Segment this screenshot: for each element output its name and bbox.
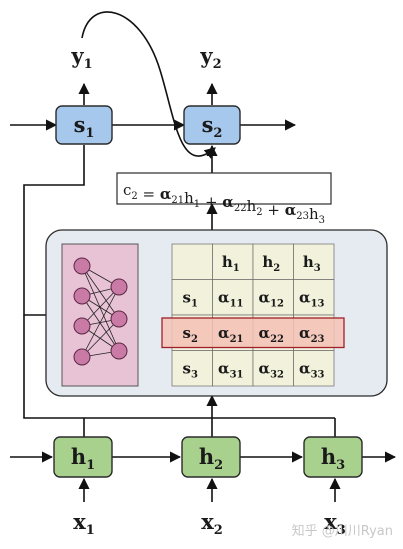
formula-term-8: α	[285, 201, 297, 219]
network-edge-0-1	[81, 265, 120, 320]
network-edge-3-1	[81, 318, 120, 358]
grid-cell-0-2	[252, 243, 294, 280]
grid-cell-3-2	[252, 350, 294, 387]
encoder-box-h1	[53, 436, 113, 478]
score-α23: α23	[299, 324, 325, 345]
grid-cell-3-1	[212, 350, 254, 387]
row-header-s3: s3	[183, 359, 198, 380]
formula-term-0: c	[123, 181, 131, 199]
grid-cell-1-3	[293, 279, 335, 316]
encoder-box-h2	[181, 436, 241, 478]
formula-term-1: =	[138, 185, 160, 203]
context-vector-formula: c2 = α21h1 + α22h2 + α23h3	[123, 181, 325, 226]
formula-term-9: h	[309, 205, 319, 223]
network-edge-1-2	[81, 295, 120, 352]
highlighted-row-band	[161, 317, 345, 349]
grid-cell-0-1	[212, 243, 254, 280]
grid-cell-1-2	[252, 279, 294, 316]
col-header-h1: h1	[222, 253, 240, 274]
score-α31: α31	[218, 359, 243, 380]
score-α11: α11	[218, 288, 243, 309]
formula-term-5: α	[222, 193, 234, 211]
network-edge-3-0	[81, 286, 120, 358]
input-x2: x2	[201, 509, 223, 538]
score-α12: α12	[259, 288, 285, 309]
h3-label: h3	[321, 444, 345, 473]
network-background	[61, 243, 139, 387]
grid-cell-1-1	[212, 279, 254, 316]
s2-label: s2	[202, 112, 223, 141]
decoder-state-s2: s2	[183, 105, 241, 145]
neuron-0	[73, 257, 91, 275]
network-edge-0-2	[81, 265, 120, 352]
score-α22: α22	[259, 324, 285, 345]
decoder-box-s1	[55, 105, 113, 145]
neuron-2	[73, 317, 91, 335]
formula-term-2: α	[160, 185, 172, 203]
neuron-4	[110, 278, 128, 296]
h2-label: h2	[199, 444, 223, 473]
grid-cell-0-3	[293, 243, 335, 280]
decoder-box-s2	[183, 105, 241, 145]
output-y1: y1	[70, 43, 92, 72]
formula-term-6: h	[247, 197, 257, 215]
neuron-5	[110, 310, 128, 328]
encoder-state-h3: h3	[303, 436, 363, 478]
neuron-6	[110, 342, 128, 360]
grid-cell-3-3	[293, 350, 335, 387]
col-header-h3: h3	[303, 253, 321, 274]
output-y2: y2	[199, 43, 221, 72]
neuron-1	[73, 287, 91, 305]
formula-term-7: +	[263, 201, 285, 219]
s1-label: s1	[74, 112, 95, 141]
formula-term-3: h	[184, 189, 194, 207]
encoder-box-h3	[303, 436, 363, 478]
connection-lines	[10, 11, 397, 502]
line-s1-to-network	[23, 145, 85, 321]
col-header-h2: h2	[262, 253, 280, 274]
score-α33: α33	[299, 359, 325, 380]
score-α13: α13	[299, 288, 325, 309]
encoder-state-h2: h2	[181, 436, 241, 478]
attention-score-grid: h1 h2 h3 s1 s2 s3 α11 α12 α13 α21 α22 α23 α31 α32 α33	[161, 243, 345, 387]
decoder-state-s1: s1	[55, 105, 113, 145]
grid-cell-0-0	[171, 243, 213, 280]
context-vector-box: c2 = α21h1 + α22h2 + α23h3	[116, 172, 332, 226]
neuron-3	[73, 348, 91, 366]
feedback-curve-y1-to-s2	[81, 11, 216, 159]
encoder-bus-line	[23, 315, 335, 419]
formula-term-4: +	[200, 193, 222, 211]
watermark: 知乎 @川川Ryan	[292, 523, 393, 539]
alignment-network	[61, 243, 139, 387]
row-header-s1: s1	[183, 288, 198, 309]
input-x1: x1	[73, 509, 95, 538]
score-α21: α21	[218, 324, 243, 345]
grid-cell-1-0	[171, 279, 213, 316]
encoder-state-h1: h1	[53, 436, 113, 478]
network-edge-2-0	[81, 286, 120, 327]
network-neurons	[73, 257, 128, 366]
input-x3: x3	[324, 509, 346, 538]
h1-label: h1	[71, 444, 95, 473]
context-box	[116, 172, 332, 205]
score-α32: α32	[259, 359, 285, 380]
grid-cell-3-0	[171, 350, 213, 387]
row-header-s2: s2	[183, 324, 198, 345]
